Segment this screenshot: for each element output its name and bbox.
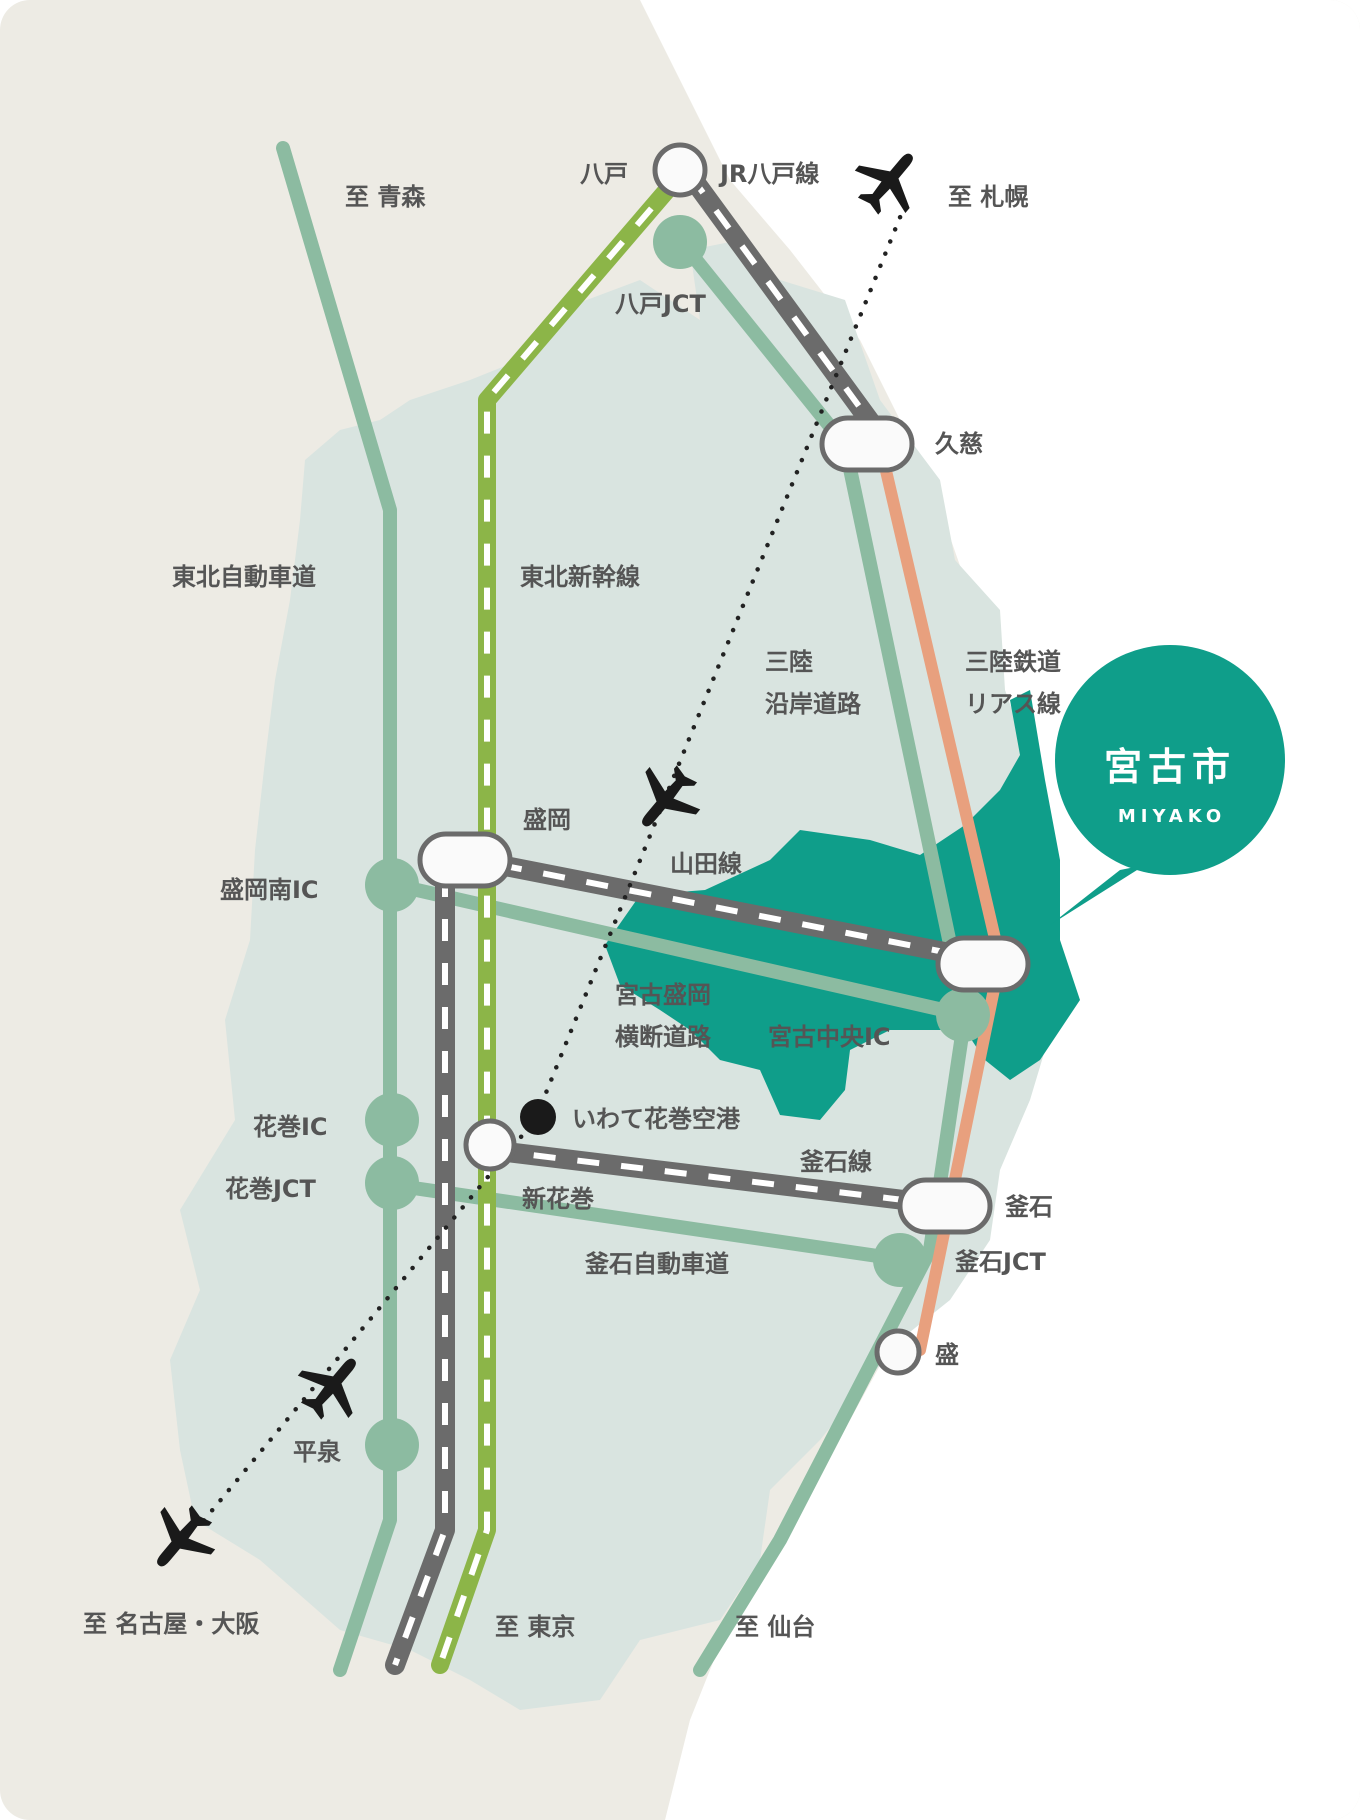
- hachinohe-station-marker: [652, 142, 708, 198]
- direction-sendai: 至 仙台: [735, 1613, 815, 1641]
- label-miyako-morioka-road: 横断道路: [615, 1023, 712, 1051]
- label-sanriku-railway: リアス線: [965, 690, 1061, 718]
- label-tohoku-shinkansen: 東北新幹線: [520, 563, 640, 591]
- hachinohe-jct-marker: [653, 215, 707, 269]
- label-sanriku-railway: 三陸鉄道: [965, 648, 1061, 676]
- sakari-station-marker: [874, 1328, 922, 1376]
- direction-nagoya-osaka: 至 名古屋・大阪: [83, 1610, 259, 1638]
- morioka-minami-ic-marker: [365, 858, 419, 912]
- label-hanamaki-ic: 花巻IC: [253, 1113, 328, 1141]
- label-sakari: 盛: [935, 1341, 959, 1369]
- label-sanriku-road: 三陸: [765, 648, 813, 676]
- hanamaki-ic-marker: [365, 1093, 419, 1147]
- direction-tokyo: 至 東京: [495, 1613, 575, 1641]
- label-miyako-chuo-ic: 宮古中央IC: [768, 1023, 891, 1051]
- kuji-station-marker: [819, 415, 915, 473]
- label-hanamaki-jct: 花巻JCT: [225, 1175, 317, 1203]
- kamaishi-station-marker: [897, 1177, 993, 1235]
- airplane-icon: [854, 153, 913, 215]
- label-kamaishi-expressway: 釜石自動車道: [584, 1250, 729, 1278]
- label-hachinohe: 八戸: [580, 160, 628, 188]
- direction-sapporo: 至 札幌: [948, 183, 1028, 211]
- label-miyako-morioka-road: 宮古盛岡: [615, 981, 711, 1009]
- tohoku-expressway: [276, 141, 397, 1677]
- label-yamada-line: 山田線: [670, 850, 742, 878]
- airplane-icon: [297, 1358, 356, 1420]
- sea-area: [640, 0, 1360, 1820]
- flight-route: [197, 202, 908, 1528]
- label-tohoku-expressway: 東北自動車道: [172, 563, 316, 591]
- miyako-callout: 宮古市 MIYAKO: [1050, 645, 1285, 925]
- label-jr-hachinohe-line: JR八戸線: [718, 160, 819, 188]
- hiraizumi-marker: [365, 1418, 419, 1472]
- miyako-chuo-ic-marker: [936, 988, 990, 1042]
- label-kamaishi-line: 釜石線: [799, 1148, 872, 1176]
- label-sanriku-road: 沿岸道路: [765, 690, 862, 718]
- label-shin-hanamaki: 新花巻: [522, 1185, 594, 1213]
- label-morioka: 盛岡: [523, 806, 571, 834]
- hanamaki-jct-marker: [365, 1156, 419, 1210]
- airplane-icon: [642, 765, 701, 827]
- direction-aomori: 至 青森: [345, 183, 426, 211]
- label-airport: いわて花巻空港: [572, 1105, 741, 1133]
- shin-hanamaki-station-marker: [463, 1118, 517, 1172]
- miyako-station-marker: [935, 935, 1031, 993]
- city-name: 宮古市: [1104, 745, 1236, 789]
- label-kuji: 久慈: [935, 430, 983, 458]
- label-hachinohe-jct: 八戸JCT: [615, 290, 707, 318]
- sanriku-coastal-road: [673, 233, 972, 1677]
- city-romaji: MIYAKO: [1118, 806, 1226, 827]
- label-kamaishi: 釜石: [1004, 1193, 1053, 1221]
- label-morioka-minami-ic: 盛岡南IC: [220, 876, 319, 904]
- morioka-station-marker: [417, 831, 513, 889]
- airport-marker-icon: [520, 1099, 556, 1135]
- label-kamaishi-jct: 釜石JCT: [954, 1248, 1047, 1276]
- airplane-icon: [157, 1505, 216, 1567]
- label-hiraizumi: 平泉: [293, 1438, 342, 1466]
- kamaishi-jct-marker: [873, 1233, 927, 1287]
